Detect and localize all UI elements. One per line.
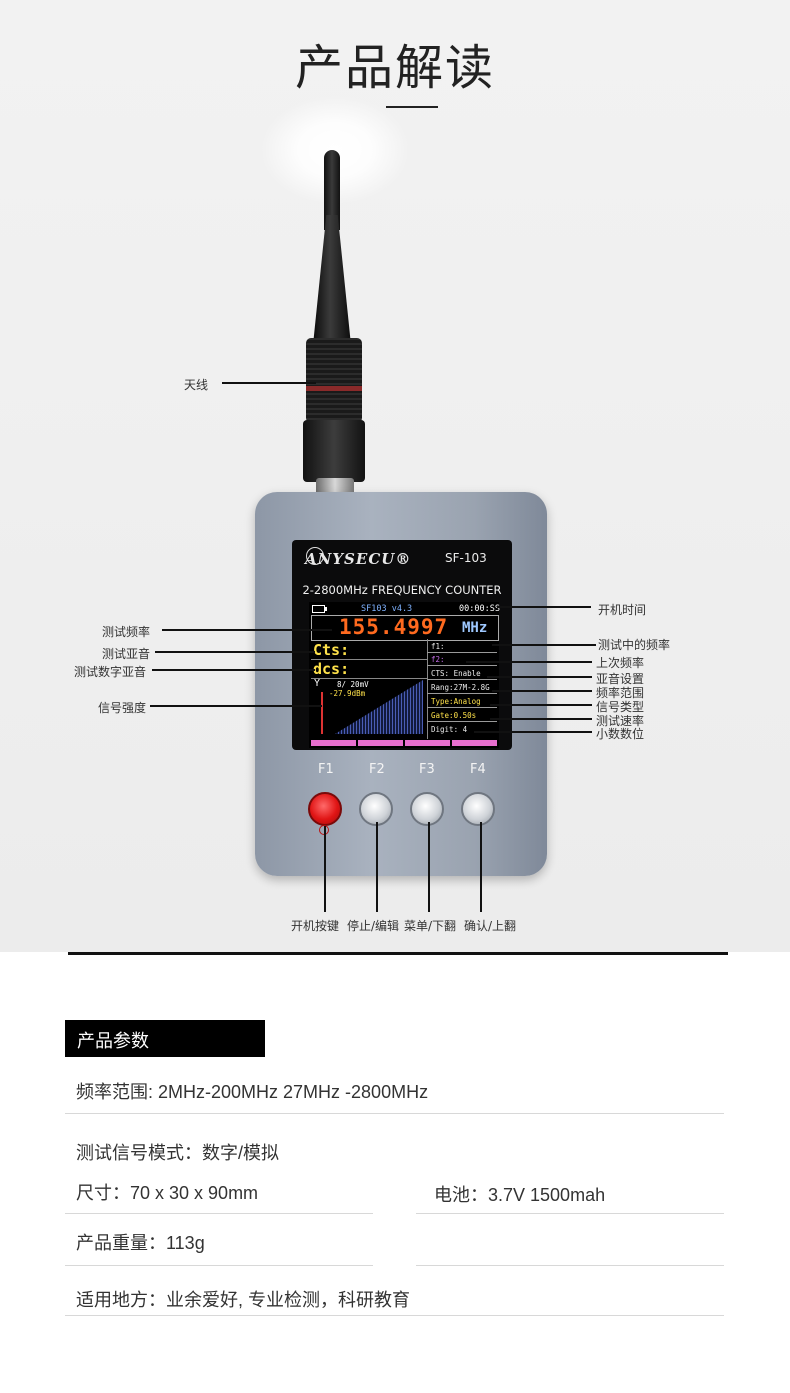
power-button[interactable] (308, 792, 342, 826)
callout-line (376, 822, 378, 912)
antenna-cable (324, 150, 340, 230)
callout-power-key: 开机按键 (291, 919, 340, 933)
antenna-knurled-nut (306, 338, 362, 423)
callout-power-on-time: 开机时间 (598, 603, 647, 617)
fkey-label-f4: F4 (470, 762, 486, 777)
screen-frequency: 155.4997 (339, 615, 449, 639)
spec-freq-range: 频率范围: 2MHz-200MHz 27MHz -2800MHz (76, 1082, 429, 1102)
spec-divider (65, 1213, 373, 1214)
callout-menu-down: 菜单/下翻 (404, 919, 457, 933)
panel-f2: f2: (431, 655, 445, 664)
signal-level-bar (321, 692, 323, 734)
screen-settings-panel (427, 639, 498, 739)
screen-divider (311, 659, 427, 660)
callout-line (497, 606, 591, 608)
screen-version: SF103 v4.3 (361, 604, 413, 614)
panel-range: Rang:27M-2.8G (431, 683, 490, 692)
callout-line (152, 669, 315, 671)
callout-ok-up: 确认/上翻 (464, 919, 517, 933)
panel-divider (427, 693, 497, 694)
callout-test-dcs: 测试数字亚音 (74, 665, 147, 679)
callout-antenna: 天线 (184, 378, 209, 392)
panel-divider (427, 707, 497, 708)
spec-divider (416, 1213, 724, 1214)
callout-line (474, 731, 592, 733)
fkey-label-f3: F3 (419, 762, 435, 777)
callout-line (466, 661, 592, 663)
spec-divider (416, 1265, 724, 1266)
callout-test-freq: 测试频率 (102, 625, 151, 639)
specs-header-text: 产品参数 (77, 1031, 149, 1052)
antenna-red-ring (306, 386, 362, 391)
spec-weight: 产品重量：113g (76, 1233, 205, 1253)
callout-line (487, 676, 592, 678)
callout-decimal-digits: 小数数位 (596, 727, 645, 741)
page-title: 产品解读 (294, 40, 495, 96)
callout-line (150, 705, 322, 707)
spec-size: 尺寸：70 x 30 x 90mm (76, 1183, 259, 1203)
callout-last-freq: 上次频率 (596, 656, 645, 670)
callout-signal-strength: 信号强度 (98, 701, 147, 715)
panel-divider (427, 652, 497, 653)
spec-divider (65, 1265, 373, 1266)
callout-signal-type: 信号类型 (596, 700, 645, 714)
panel-f1: f1: (431, 642, 445, 651)
callout-stop-edit: 停止/编辑 (347, 919, 400, 933)
device-subtitle: 2-2800MHz FREQUENCY COUNTER (302, 583, 502, 597)
fkey-label-f1: F1 (318, 762, 334, 777)
f3-button[interactable] (410, 792, 444, 826)
signal-level: 8/ 20mV (337, 680, 369, 689)
f4-button[interactable] (461, 792, 495, 826)
screen-clock: 00:00:SS (459, 604, 500, 614)
callout-ctcss-setting: 亚音设置 (596, 672, 645, 686)
callout-line (480, 822, 482, 912)
callout-line (324, 826, 326, 912)
callout-line (222, 382, 316, 384)
specs-header: 产品参数 (65, 1020, 265, 1057)
panel-type: Type:Analog (431, 697, 481, 706)
frequency-box (311, 615, 499, 641)
callout-line (490, 718, 592, 720)
logo-icon (306, 547, 324, 565)
callout-freq-range: 频率范围 (596, 686, 645, 700)
device-screen: SF103 v4.3 00:00:SS 155.4997 MHz Cts: dc… (309, 602, 500, 748)
softkey-bar (311, 740, 497, 746)
antenna-glyph-icon: Y (314, 678, 321, 689)
panel-divider (427, 665, 497, 666)
panel-divider (427, 679, 497, 680)
signal-dbm: -27.9dBm (329, 689, 366, 698)
spec-battery: 电池：3.7V 1500mah (434, 1185, 606, 1205)
device-logo: ANYSECU® (305, 550, 412, 568)
antenna-connector (303, 420, 365, 482)
callout-line (492, 644, 596, 646)
callout-test-ctcss: 测试亚音 (102, 647, 151, 661)
panel-digit: Digit: 4 (431, 725, 468, 734)
title-underline (386, 106, 438, 108)
callout-line (155, 651, 315, 653)
panel-divider (427, 721, 497, 722)
callout-freq-in-test: 测试中的频率 (598, 638, 671, 652)
section-divider (68, 952, 728, 955)
callout-line (492, 690, 592, 692)
callout-line (490, 704, 592, 706)
fkey-label-f2: F2 (369, 762, 385, 777)
device-model: SF-103 (445, 551, 487, 565)
screen-unit: MHz (462, 620, 488, 636)
panel-cts: CTS: Enable (431, 669, 481, 678)
screen-divider (311, 678, 427, 679)
callout-test-speed: 测试速率 (596, 714, 645, 728)
callout-line (162, 629, 332, 631)
panel-gate: Gate:0.50s (431, 711, 477, 720)
spec-divider (65, 1113, 724, 1114)
spec-signal-mode: 测试信号模式：数字/模拟 (76, 1143, 279, 1163)
screen-dcs: dcs: (313, 660, 350, 678)
f2-button[interactable] (359, 792, 393, 826)
callout-line (428, 822, 430, 912)
spec-application: 适用地方：业余爱好, 专业检测，科研教育 (76, 1290, 411, 1310)
battery-icon (312, 605, 327, 613)
spec-divider (65, 1315, 724, 1316)
screen-cts: Cts: (313, 641, 350, 659)
